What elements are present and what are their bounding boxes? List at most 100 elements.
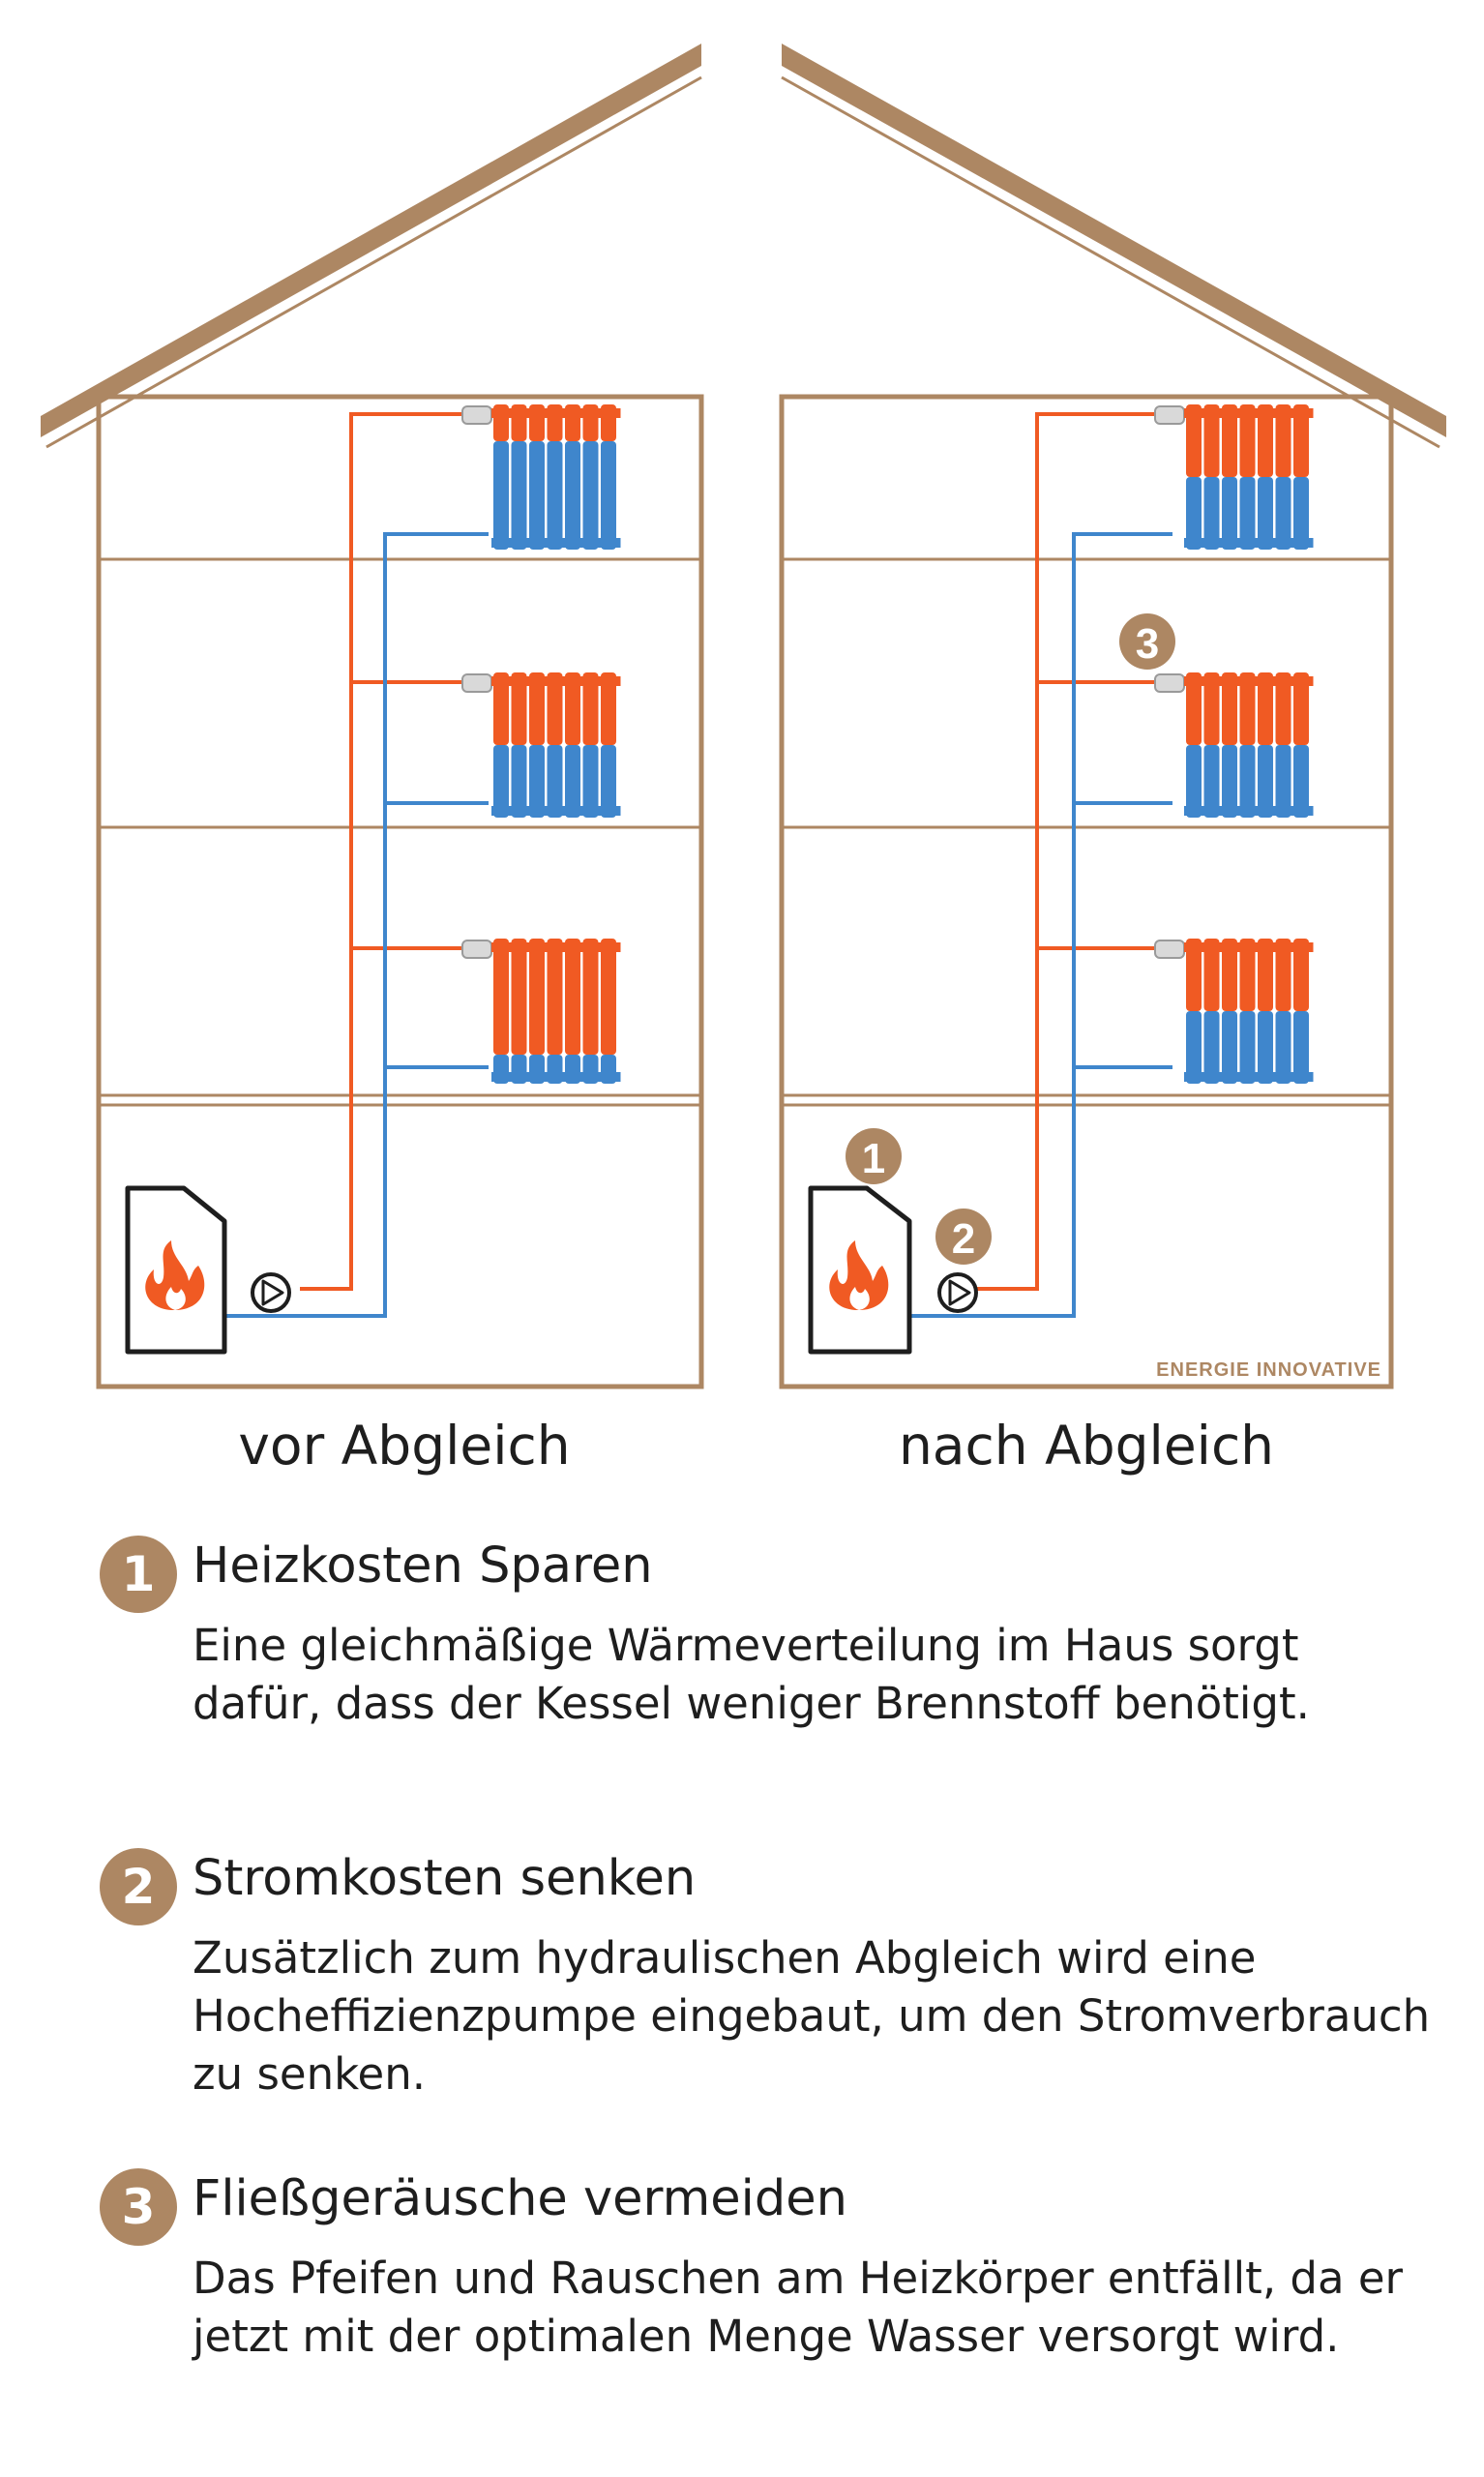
radiator-fin-hot: [1222, 404, 1237, 477]
radiator-fin-cold: [601, 441, 616, 550]
supply-pipes-before: [300, 412, 474, 1291]
radiator-fin-cold: [1203, 745, 1220, 818]
radiator-fin-cold: [1275, 1011, 1291, 1084]
radiator-fin-hot: [1293, 939, 1309, 1011]
radiator-fin-cold: [1239, 745, 1256, 818]
radiator-fin-hot: [1203, 939, 1220, 1011]
house-wall-after: [779, 394, 1394, 1389]
marker-1: 1: [846, 1128, 902, 1184]
radiator-fin-cold: [511, 441, 527, 550]
radiator-fin-cold: [493, 1055, 509, 1084]
radiator-fin-hot: [1258, 939, 1273, 1011]
radiator-fin-cold: [547, 1055, 563, 1084]
radiator-fin-hot: [601, 404, 616, 441]
radiator-fin-cold: [1203, 1011, 1220, 1084]
radiator-fin-cold: [1293, 1011, 1309, 1084]
radiator-fin-cold: [1186, 745, 1202, 818]
radiator-fin-cold: [1258, 1011, 1273, 1084]
radiator-fin-hot: [1222, 672, 1237, 745]
radiator-fin-cold: [1203, 477, 1220, 550]
house-before: [41, 44, 704, 1389]
radiator-fin-cold: [1222, 745, 1237, 818]
radiator-fin-cold: [1258, 477, 1273, 550]
radiator-fin-hot: [601, 939, 616, 1055]
radiator-fin-hot: [582, 672, 599, 745]
return-pipes-before: [224, 532, 489, 1318]
number-badge: 2: [100, 1848, 177, 1925]
house-after: 1 2 3 ENERGIE INNOVATIVE: [779, 44, 1446, 1389]
radiator-fin-hot: [1293, 672, 1309, 745]
radiator-fin-hot: [511, 404, 527, 441]
valve-icon: [461, 940, 492, 959]
radiator-fin-hot: [1239, 672, 1256, 745]
radiator-fin-cold: [547, 441, 563, 550]
radiator-fin-hot: [582, 939, 599, 1055]
radiator-bottom-before: [461, 939, 621, 1084]
pump-icon: [937, 1272, 978, 1313]
radiator-middle-after: [1154, 672, 1314, 818]
valve-icon: [1154, 673, 1185, 693]
valve-icon: [1154, 940, 1185, 959]
radiator-fin-cold: [1186, 1011, 1202, 1084]
radiator-fin-hot: [1186, 672, 1202, 745]
radiator-fin-cold: [529, 1055, 545, 1084]
radiator-fin-cold: [565, 1055, 580, 1084]
radiator-fin-cold: [1239, 477, 1256, 550]
flame-icon: [829, 1240, 889, 1310]
benefit-title: Heizkosten Sparen: [193, 1537, 653, 1595]
heating-diagram: 1 2 3 ENERGIE INNOVATIVE: [41, 44, 1446, 1389]
radiator-fin-hot: [493, 939, 509, 1055]
radiator-fin-hot: [1258, 404, 1273, 477]
valve-icon: [461, 405, 492, 425]
radiator-top-before: [461, 404, 621, 550]
benefit-title: Stromkosten senken: [193, 1850, 697, 1907]
radiator-fin-cold: [1293, 477, 1309, 550]
svg-text:2: 2: [952, 1215, 975, 1263]
radiator-fin-hot: [601, 672, 616, 745]
radiator-fin-cold: [529, 745, 545, 818]
radiator-fin-cold: [582, 441, 599, 550]
radiator-fin-cold: [582, 745, 599, 818]
radiator-fin-cold: [1186, 477, 1202, 550]
svg-text:3: 3: [1136, 620, 1159, 668]
radiator-fin-hot: [529, 672, 545, 745]
radiator-fin-cold: [493, 441, 509, 550]
radiator-middle-before: [461, 672, 621, 818]
caption-before: vor Abgleich: [238, 1415, 571, 1477]
radiator-fin-cold: [1239, 1011, 1256, 1084]
radiator-fin-hot: [529, 939, 545, 1055]
radiator-fin-hot: [1186, 939, 1202, 1011]
marker-2: 2: [935, 1209, 992, 1265]
supply-pipes-after: [974, 412, 1156, 1291]
radiator-fin-hot: [1258, 672, 1273, 745]
radiator-fin-hot: [1239, 939, 1256, 1011]
radiator-fin-hot: [1186, 404, 1202, 477]
roof-before: [41, 44, 701, 437]
benefit-title: Fließgeräusche vermeiden: [193, 2170, 847, 2227]
radiator-fin-hot: [1222, 939, 1237, 1011]
radiator-fin-cold: [1275, 477, 1291, 550]
radiator-fin-cold: [565, 745, 580, 818]
radiator-fin-hot: [493, 404, 509, 441]
radiator-fin-hot: [582, 404, 599, 441]
valve-icon: [461, 673, 492, 693]
radiator-fin-cold: [601, 745, 616, 818]
radiator-fin-hot: [493, 672, 509, 745]
radiator-fin-cold: [493, 745, 509, 818]
flame-icon: [145, 1240, 205, 1310]
radiator-fin-hot: [511, 939, 527, 1055]
benefit-text: Zusätzlich zum hydraulischen Abgleich wi…: [193, 1932, 1431, 2100]
pump-icon: [251, 1272, 291, 1313]
radiator-top-after: [1154, 404, 1314, 550]
radiator-fin-hot: [565, 939, 580, 1055]
radiator-fin-cold: [1293, 745, 1309, 818]
radiator-fin-hot: [1275, 404, 1291, 477]
radiator-fin-cold: [511, 1055, 527, 1084]
radiator-fin-cold: [1222, 1011, 1237, 1084]
radiator-fin-hot: [547, 672, 563, 745]
benefit-text: Das Pfeifen und Rauschen am Heizkörper e…: [193, 2253, 1404, 2362]
house-wall-before: [96, 394, 704, 1389]
radiator-fin-hot: [511, 672, 527, 745]
roof-after: [782, 44, 1446, 437]
radiator-fin-hot: [1275, 939, 1291, 1011]
